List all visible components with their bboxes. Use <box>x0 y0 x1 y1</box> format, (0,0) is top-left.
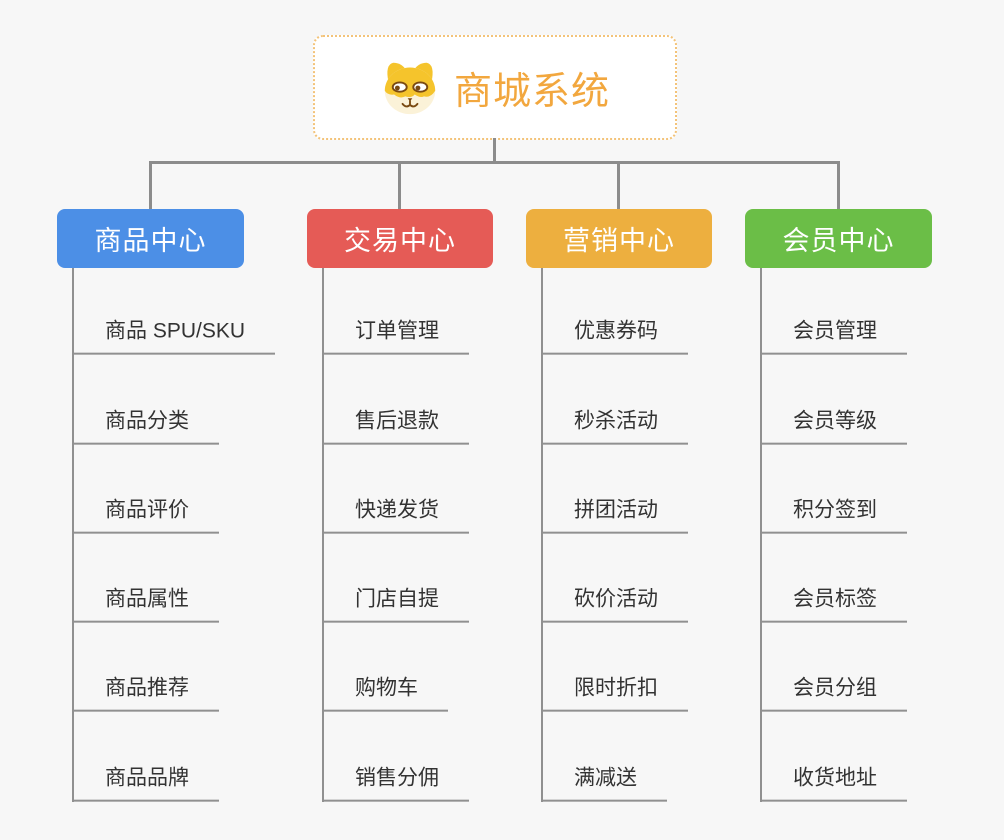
connector-drop <box>398 161 401 211</box>
leaf-node[interactable]: 商品评价 <box>72 497 219 534</box>
leaf-node[interactable]: 订单管理 <box>322 318 469 355</box>
leaf-node[interactable]: 会员分组 <box>760 675 907 712</box>
leaf-node[interactable]: 销售分佣 <box>322 765 469 802</box>
leaf-node[interactable]: 优惠券码 <box>541 318 688 355</box>
connector-drop <box>837 161 840 211</box>
branch-trunk <box>322 268 324 802</box>
branch-trunk <box>760 268 762 802</box>
leaf-node[interactable]: 砍价活动 <box>541 586 688 623</box>
leaf-node[interactable]: 拼团活动 <box>541 497 688 534</box>
leaf-node[interactable]: 商品属性 <box>72 586 219 623</box>
leaf-node[interactable]: 限时折扣 <box>541 675 688 712</box>
connector-bus <box>149 161 840 164</box>
leaf-node[interactable]: 快递发货 <box>322 497 469 534</box>
branch-node-trade-center[interactable]: 交易中心 <box>307 209 493 268</box>
leaf-node[interactable]: 商品分类 <box>72 408 219 445</box>
leaf-node[interactable]: 会员管理 <box>760 318 907 355</box>
branch-node-product-center[interactable]: 商品中心 <box>57 209 244 268</box>
leaf-node[interactable]: 积分签到 <box>760 497 907 534</box>
leaf-node[interactable]: 收货地址 <box>760 765 907 802</box>
leaf-node[interactable]: 门店自提 <box>322 586 469 623</box>
leaf-node[interactable]: 商品品牌 <box>72 765 219 802</box>
leaf-node[interactable]: 会员标签 <box>760 586 907 623</box>
connector-drop <box>149 161 152 211</box>
dog-face-icon <box>380 60 440 116</box>
root-title: 商城系统 <box>453 71 610 113</box>
branch-trunk <box>72 268 74 802</box>
leaf-node[interactable]: 售后退款 <box>322 408 469 445</box>
leaf-node[interactable]: 满减送 <box>541 765 667 802</box>
leaf-node[interactable]: 商品推荐 <box>72 675 219 712</box>
connector-drop <box>617 161 620 211</box>
branch-node-member-center[interactable]: 会员中心 <box>745 209 932 268</box>
leaf-node[interactable]: 会员等级 <box>760 408 907 445</box>
root-node[interactable]: 商城系统 <box>313 35 677 140</box>
leaf-node[interactable]: 购物车 <box>322 675 448 712</box>
connector-root-stem <box>493 138 496 163</box>
branch-trunk <box>541 268 543 802</box>
leaf-node[interactable]: 秒杀活动 <box>541 408 688 445</box>
branch-node-marketing-center[interactable]: 营销中心 <box>526 209 712 268</box>
leaf-node[interactable]: 商品 SPU/SKU <box>72 318 276 355</box>
